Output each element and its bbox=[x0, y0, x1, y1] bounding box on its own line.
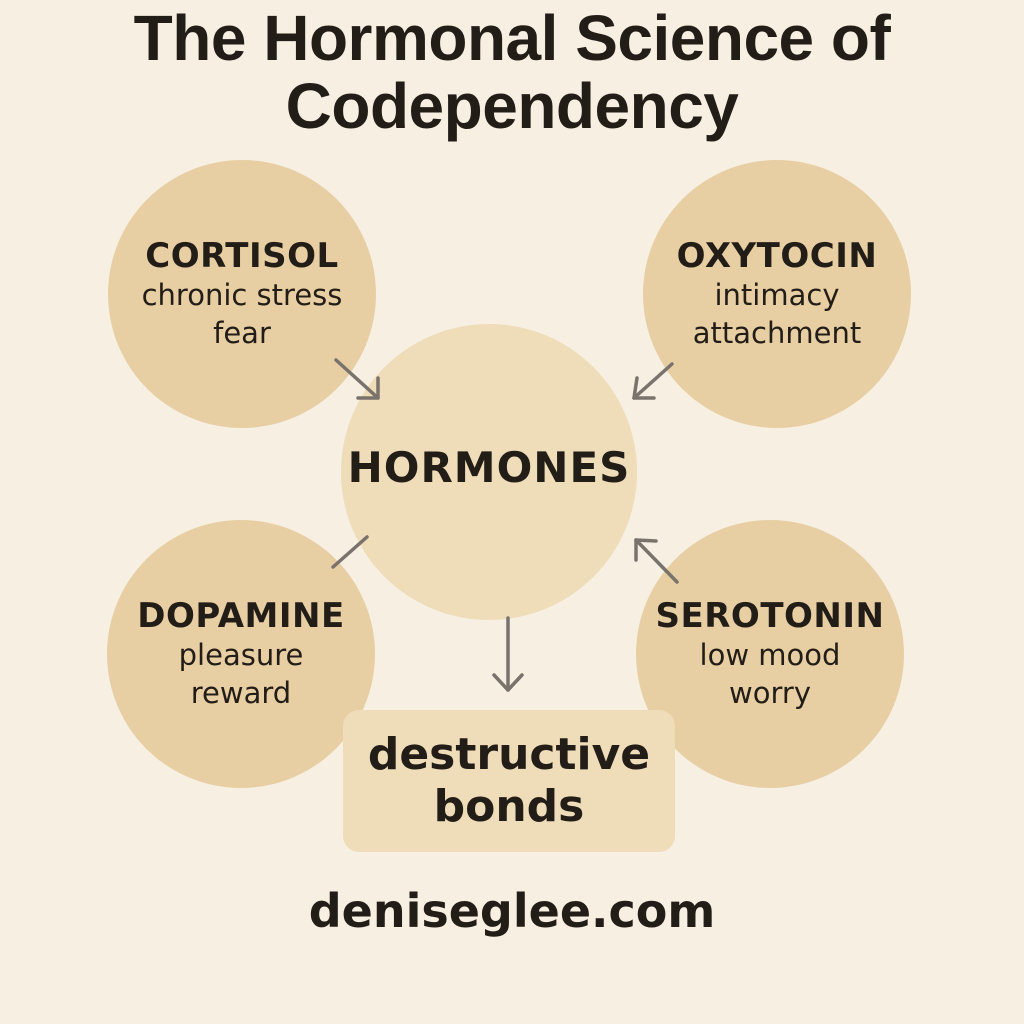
cortisol-node: CORTISOL chronic stress fear bbox=[108, 160, 376, 428]
hormones-center-node: HORMONES bbox=[341, 324, 637, 620]
hormone-desc: intimacy bbox=[714, 278, 840, 312]
hormone-name: DOPAMINE bbox=[137, 596, 345, 636]
oxytocin-node: OXYTOCIN intimacy attachment bbox=[643, 160, 911, 428]
hormone-desc: attachment bbox=[692, 316, 862, 350]
hormone-name: SEROTONIN bbox=[655, 596, 885, 636]
title-line-2: Codependency bbox=[285, 70, 739, 142]
hormone-name: CORTISOL bbox=[145, 236, 339, 276]
hormone-desc: low mood bbox=[699, 638, 841, 672]
dopamine-node: DOPAMINE pleasure reward bbox=[107, 520, 375, 788]
hormone-desc: reward bbox=[190, 676, 292, 710]
website-footer: deniseglee.com bbox=[308, 884, 716, 938]
hormone-desc: chronic stress bbox=[141, 278, 343, 312]
hormone-desc: pleasure bbox=[178, 638, 304, 672]
hormone-desc: fear bbox=[213, 316, 271, 350]
title-line-1: The Hormonal Science of bbox=[133, 2, 891, 74]
result-line-2: bonds bbox=[433, 781, 585, 832]
arrow-center-to-result-icon bbox=[492, 616, 524, 692]
serotonin-node: SEROTONIN low mood worry bbox=[636, 520, 904, 788]
result-line-1: destructive bbox=[367, 729, 651, 780]
destructive-bonds-box: destructive bonds bbox=[343, 710, 675, 852]
page-title: The Hormonal Science of Codependency bbox=[0, 0, 1024, 140]
hormone-desc: worry bbox=[729, 676, 811, 710]
center-label: HORMONES bbox=[347, 442, 631, 492]
hormone-name: OXYTOCIN bbox=[676, 236, 878, 276]
